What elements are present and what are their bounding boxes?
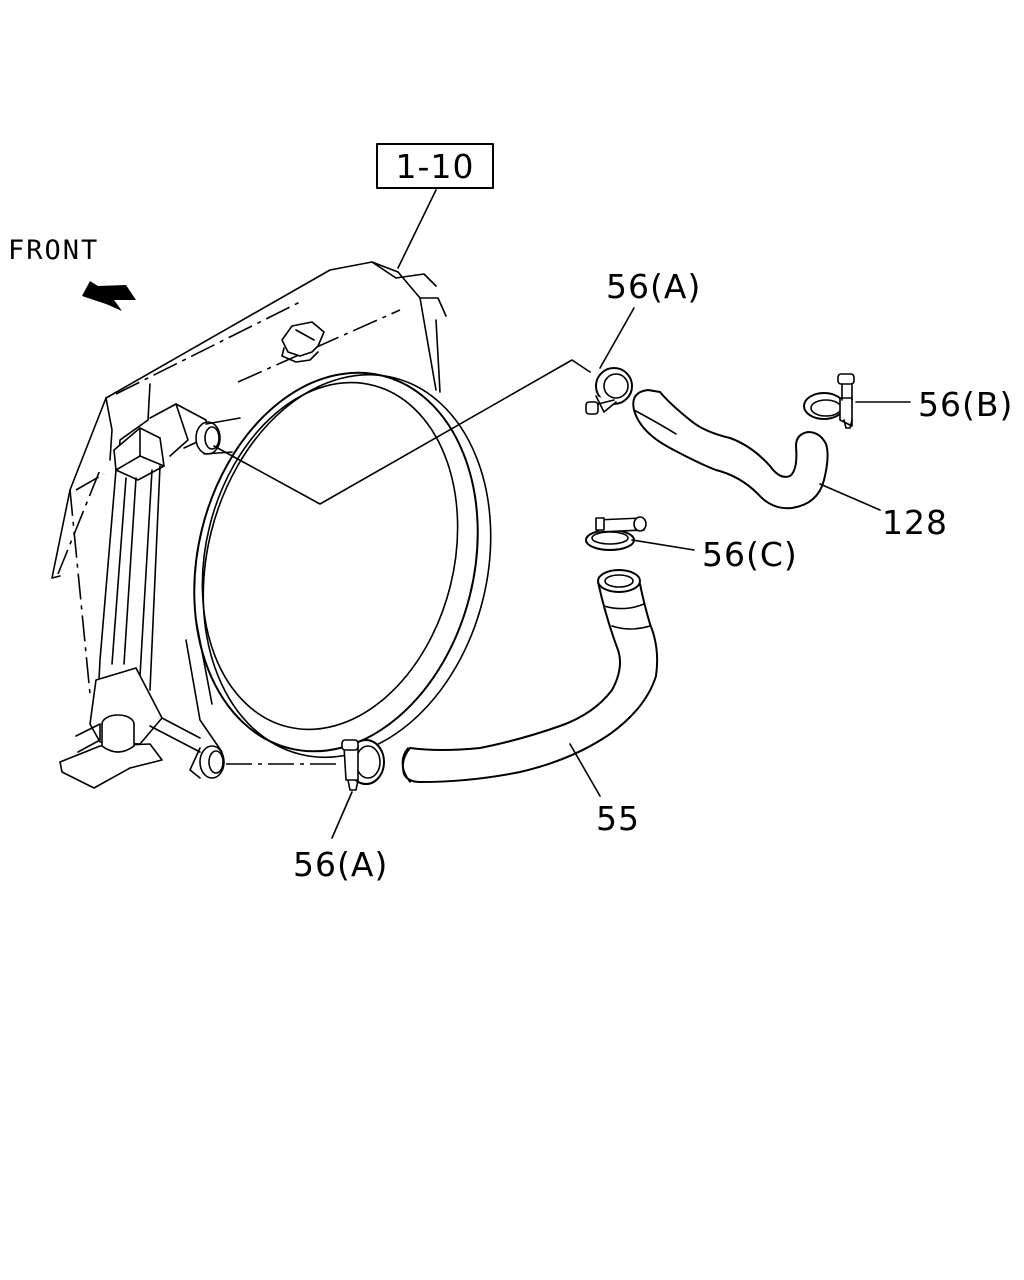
lower-bracket [59,667,201,789]
radiator-cap [281,321,325,363]
label-56a-bottom: 56(A) [293,845,388,884]
leader-56a-bottom [331,791,353,839]
leader-128 [819,483,881,511]
reference-box-label: 1-10 [396,147,475,186]
front-arrow-icon [82,281,136,311]
label-56a-top: 56(A) [606,267,701,306]
label-56c: 56(C) [702,535,798,574]
upper-clamp-56a [585,307,635,415]
leader-56c [631,539,695,551]
radiator-left-edge [51,397,107,579]
label-56b: 56(B) [918,385,1013,424]
upper-connection-line [213,359,591,505]
clamp-56c [585,516,695,551]
front-label: FRONT [8,235,99,266]
radiator-top-edge [105,261,447,399]
lower-outlet [189,745,225,779]
clamp-56b [803,373,911,429]
label-55: 55 [596,799,640,838]
leader-55 [569,743,601,797]
lower-clamp-56a [331,739,385,839]
radiator-assembly [51,261,447,789]
lower-hose-55 [401,569,659,797]
leader-56a-top [599,307,635,369]
fan-shroud [185,371,492,759]
upper-hose-128 [632,389,881,511]
label-128: 128 [882,503,948,542]
front-indicator: FRONT [8,235,136,311]
reference-box: 1-10 [376,143,494,269]
reference-box-frame [376,143,494,189]
reference-leader-line [397,189,437,269]
